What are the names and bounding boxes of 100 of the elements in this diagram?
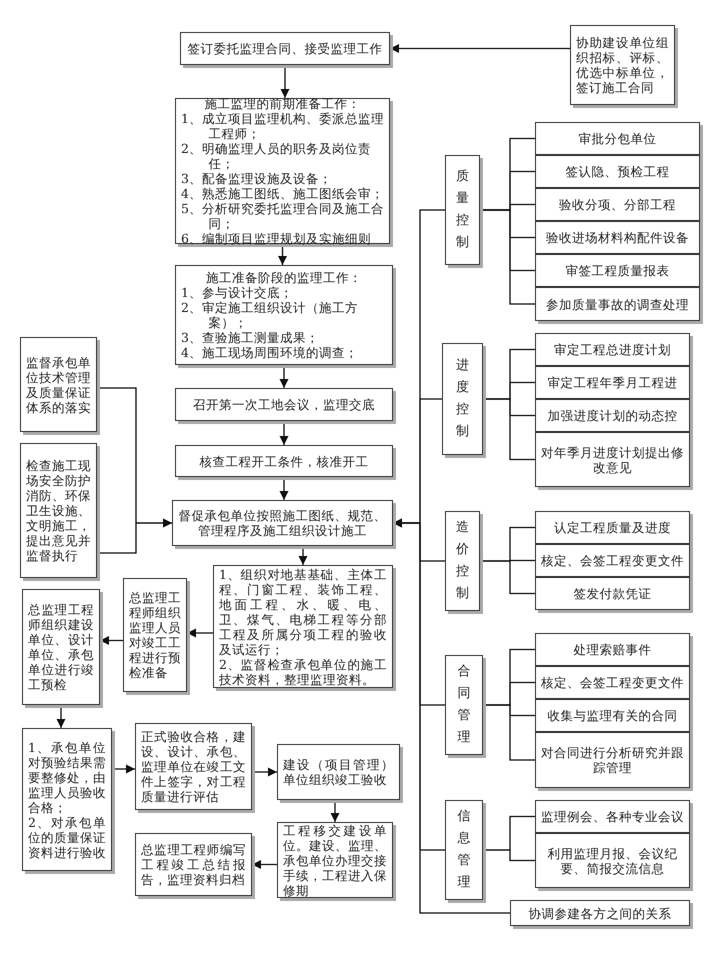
category-box [445, 655, 483, 755]
category-box [445, 800, 483, 900]
category-label: 信息管理 [457, 808, 471, 892]
list-item: 2、审定施工组织设计（施工方案）； [181, 300, 359, 330]
arrow [390, 44, 570, 53]
process-box [175, 265, 393, 365]
box-text: 检查施工现场安全防护消防、环保卫生设施、文明施工，提出意见并监督执行 [26, 458, 91, 563]
process-box [535, 287, 700, 321]
connector-line [480, 209, 535, 305]
box-text: 总监理工程师组织建设单位、设计单位、承包单位进行竣工预检 [28, 602, 94, 692]
list-item: 2、明确监理人员的职务及岗位责任； [181, 141, 372, 171]
process-box [135, 723, 252, 810]
process-box [535, 577, 690, 610]
process-box [135, 833, 252, 896]
list-item: 3、查验施工测量成果； [181, 330, 320, 345]
box-text: 核查工程开工条件，核准开工 [198, 454, 370, 468]
box-heading: 施工监理的前期准备工作： [204, 96, 362, 111]
process-box [180, 32, 390, 65]
connector-line [483, 704, 535, 761]
process-box [22, 728, 112, 871]
category-label: 进度控制 [456, 357, 470, 441]
process-box [277, 744, 400, 800]
process-box [535, 122, 700, 155]
process-box [175, 98, 390, 244]
box-text: 协助建设单位组织招标、评标、优选中标单位，签订施工合同 [576, 35, 669, 95]
process-box [535, 666, 690, 699]
process-box [172, 500, 393, 546]
list-item: 2、对承包单位的质量保证资料进行验收 [28, 814, 106, 860]
process-box [20, 443, 97, 578]
process-box [20, 337, 97, 432]
arrow [280, 65, 290, 98]
list-item: 4、熟悉施工图纸、施工图纸会审； [181, 186, 384, 201]
box-text: 协调参建各方之间的关系 [528, 906, 672, 920]
process-box [535, 732, 690, 788]
box-text: 认定工程质量及进度 [553, 520, 672, 535]
process-box [535, 544, 690, 577]
list-item: 1、成立项目监理机构、委派总监理工程师； [181, 111, 384, 141]
process-box [535, 155, 700, 188]
process-box [22, 589, 100, 705]
list-item: 2、监督检查承包单位的施工技术资料，整理监理资料。 [219, 656, 387, 686]
box-text: 处理索赔事件 [572, 642, 652, 657]
box-text: 对合同进行分析研究并跟踪管理 [541, 745, 684, 775]
category-box [445, 511, 480, 611]
process-box [123, 578, 187, 692]
process-box [535, 221, 700, 254]
process-box [570, 25, 675, 105]
process-box [535, 366, 690, 399]
box-text: 督促承包单位按照施工图纸、规范、管理程序及施工组织设计施工 [178, 508, 387, 538]
list-item: 3、配备监理设施及设备； [181, 171, 333, 186]
box-text: 审签工程质量报表 [564, 263, 670, 278]
process-box [535, 511, 690, 544]
process-box [535, 699, 690, 732]
box-text: 总监理工程师编写工程竣工总结报告，监理资料归档 [141, 842, 246, 887]
list-item: 1、组织对地基基础、主体工程、门窗工程、装饰工程、地面工程、水、暖、电、卫、煤气、电梯工程等分部工程及所属分项工程的验收及试运行； [219, 566, 387, 656]
box-text: 工程移交建设单位。建设、监理、承包单位办理交接手续，工程进入保修期 [283, 822, 387, 898]
box-text: 监理例会、各种专业会议 [541, 809, 684, 824]
process-box [535, 254, 700, 287]
box-text: 审定工程总进度计划 [553, 342, 672, 357]
arrow [280, 421, 288, 445]
process-box [175, 388, 393, 421]
box-text: 审批分包单位 [578, 131, 658, 146]
box-text: 签订委托监理合同、接受监理工作 [186, 41, 384, 56]
box-text: 签认隐、预检工程 [564, 164, 670, 179]
box-text: 监督承包单位技术管理及质量保证体系的落实 [26, 354, 91, 414]
box-text: 审定工程年季月工程进 [546, 375, 678, 390]
process-box [175, 445, 393, 477]
process-box [535, 188, 700, 221]
box-text: 利用监理月报、会议纪要、简报交流信息 [546, 846, 678, 876]
box-text: 验收进场材料构配件设备 [545, 230, 690, 245]
list-item: 5、分析研究委托监理合同及施工合同； [181, 201, 384, 231]
box-text: 召开第一次工地会议，监理交底 [192, 397, 376, 412]
box-heading: 施工准备阶段的监理工作： [205, 270, 363, 285]
process-box [535, 633, 690, 666]
box-text: 核定、会签工程变更文件 [541, 675, 684, 690]
list-item: 1、承包单位对预验结果需要整修处，由监理人员验收合格； [28, 740, 106, 814]
box-text: 验收分项、分部工程 [558, 197, 677, 212]
connector-line [483, 398, 535, 460]
box-text: 建设（项目管理）单位组织竣工验收 [283, 757, 394, 787]
process-box [213, 565, 393, 688]
box-text: 参加质量事故的调查处理 [545, 296, 690, 312]
box-text: 正式验收合格，建设、设计、承包、监理单位在竣工文件上签字，对工程质量进行评估 [141, 729, 246, 804]
list-item: 1、参与设计交底； [181, 285, 294, 300]
process-box [535, 800, 690, 833]
process-box [535, 399, 690, 432]
process-box [510, 900, 690, 926]
arrow [278, 244, 287, 265]
process-box [535, 432, 690, 487]
process-box [535, 833, 690, 888]
list-item: 4、施工现场周围环境的调查； [181, 345, 359, 360]
arrow [393, 518, 510, 914]
box-text: 加强进度计划的动态控 [546, 408, 678, 423]
connector-line [483, 849, 535, 862]
category-label: 合同管理 [457, 663, 471, 747]
box-text: 对年季月进度计划提出修改意见 [541, 444, 684, 474]
process-box [535, 333, 690, 366]
box-text: 收集与监理有关的合同 [546, 708, 678, 723]
category-box [442, 343, 483, 455]
box-text: 签发付款凭证 [572, 586, 652, 601]
box-text: 核定、会签工程变更文件 [541, 553, 684, 568]
list-item: 6、编制项目监理规划及实施细则 [181, 231, 372, 246]
